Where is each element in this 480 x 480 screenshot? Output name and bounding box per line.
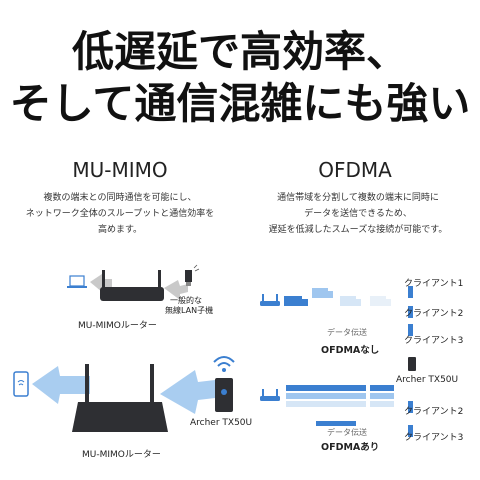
headline-line-1: 低遅延で高効率、 bbox=[71, 27, 408, 76]
usb-adapter-icon bbox=[185, 264, 200, 286]
ofdma-title: OFDMA bbox=[318, 158, 392, 182]
ofdma-top-client-1: クライアント1 bbox=[404, 279, 464, 289]
mumimo-bottom-router-label: MU-MIMOルーター bbox=[82, 450, 161, 460]
router-large-icon bbox=[72, 364, 168, 432]
arrow-right-icon bbox=[164, 280, 188, 300]
small-router-icon bbox=[260, 389, 280, 401]
router-icon bbox=[100, 270, 164, 301]
truck-icon bbox=[284, 288, 391, 306]
phone-icon bbox=[13, 371, 29, 397]
headline-line-2: そして通信混雑にも強い bbox=[9, 79, 471, 128]
mumimo-top-adapter-label-2: 無線LAN子機 bbox=[165, 306, 214, 315]
ofdma-top-client-2: クライアント2 bbox=[404, 309, 464, 319]
mumimo-bottom-diagram bbox=[13, 356, 235, 432]
arrow-left-blue-icon bbox=[32, 366, 90, 404]
arrow-right-blue-icon bbox=[160, 370, 215, 414]
laptop-icon bbox=[67, 275, 87, 288]
mumimo-title: MU-MIMO bbox=[72, 158, 168, 182]
ofdma-bottom-caption: OFDMAあり bbox=[321, 442, 380, 453]
ofdma-top-client-3: クライアント3 bbox=[404, 336, 464, 346]
archer-adapter-small-icon bbox=[408, 357, 416, 371]
ofdma-top-diagram bbox=[260, 286, 413, 336]
ofdma-bottom-diagram bbox=[260, 357, 416, 437]
wifi-icon bbox=[213, 356, 235, 372]
small-router-icon bbox=[260, 294, 280, 306]
ofdma-bottom-client-3: クライアント3 bbox=[404, 433, 464, 443]
mumimo-top-adapter-label-1: 一般的な bbox=[170, 296, 202, 305]
arrow-left-icon bbox=[90, 274, 112, 292]
mumimo-description: 複数の端末との同時通信を可能にし、 ネットワーク全体のスループットと通信効率を … bbox=[25, 193, 215, 235]
archer-adapter-icon bbox=[215, 378, 233, 412]
mumimo-top-router-label: MU-MIMOルーター bbox=[78, 321, 157, 331]
ofdma-bottom-client-2: クライアント2 bbox=[404, 407, 464, 417]
data-block-grid bbox=[286, 385, 394, 407]
ofdma-description: 通信帯域を分割して複数の端末に同時に データを送信できるため、 遅延を低減したス… bbox=[268, 193, 448, 235]
ofdma-bottom-adapter-label: Archer TX50U bbox=[396, 375, 459, 385]
ofdma-top-transfer-label: データ伝送 bbox=[327, 328, 367, 337]
mumimo-bottom-adapter-label: Archer TX50U bbox=[190, 418, 253, 428]
ofdma-bottom-transfer-label: データ伝送 bbox=[327, 428, 367, 437]
ofdma-top-caption: OFDMAなし bbox=[321, 345, 380, 356]
mumimo-top-diagram bbox=[67, 264, 200, 301]
